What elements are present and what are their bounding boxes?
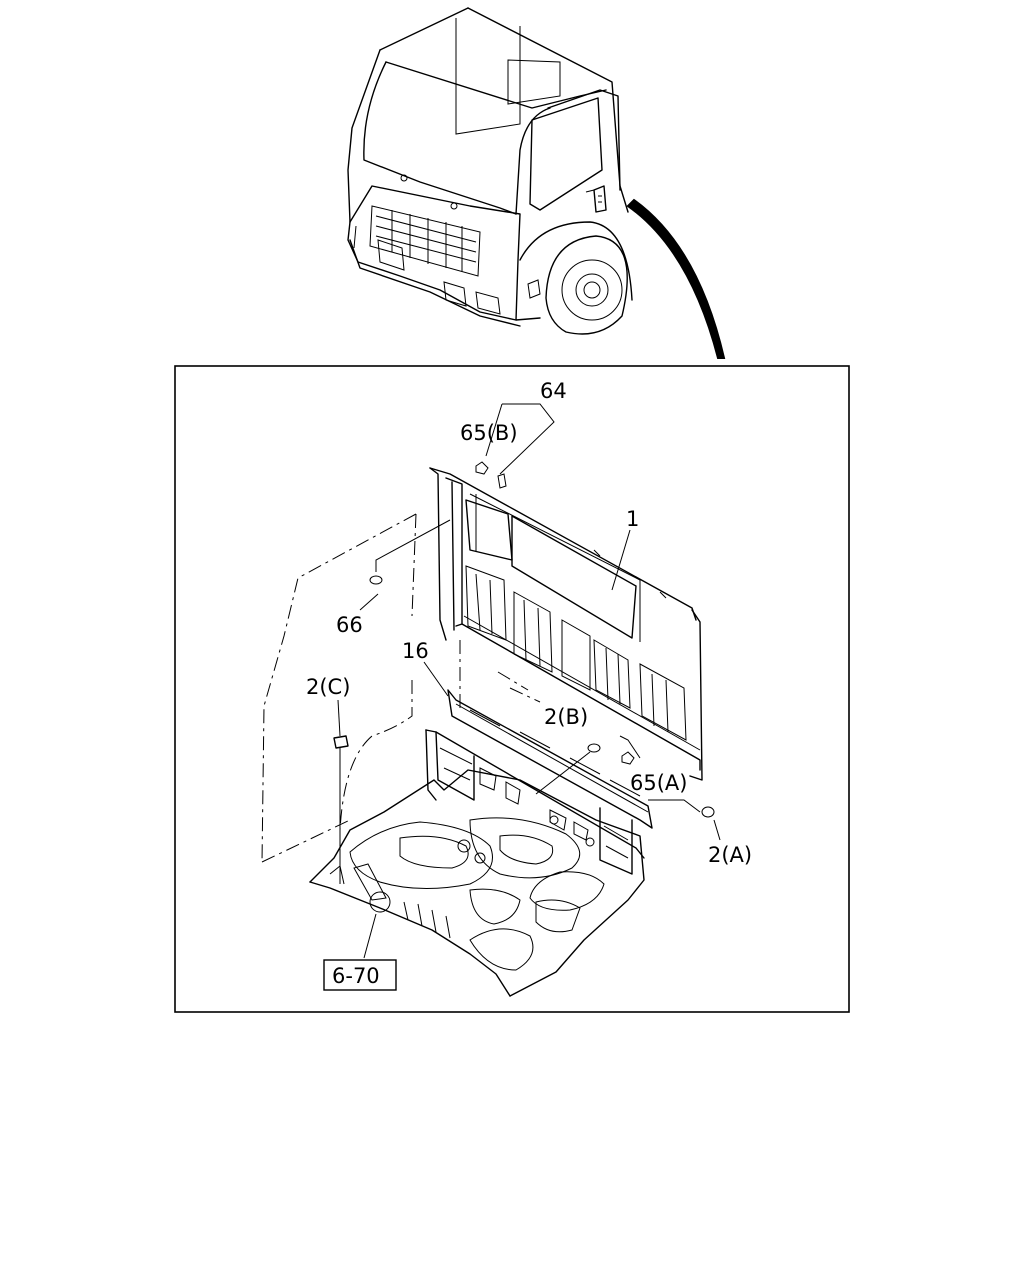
reference-label: 6-70	[332, 964, 380, 988]
fasteners	[333, 461, 715, 818]
label-66: 66	[336, 613, 363, 637]
reference-box	[323, 959, 397, 991]
seal-strip-part-16	[425, 689, 653, 859]
label-2b: 2(B)	[544, 705, 588, 729]
detail-frame	[174, 365, 850, 1013]
label-65a: 65(A)	[630, 771, 687, 795]
leader-lines	[337, 403, 721, 959]
side-wall-outline	[261, 513, 541, 863]
label-65b: 65(B)	[460, 421, 518, 445]
label-2a: 2(A)	[708, 843, 752, 867]
rear-panel-part-1	[429, 467, 703, 781]
label-2c: 2(C)	[306, 675, 350, 699]
label-64: 64	[540, 379, 567, 403]
cab-floor-assembly	[309, 729, 645, 997]
label-1: 1	[626, 507, 639, 531]
callout-leader	[626, 198, 726, 359]
truck-cab-illustration	[347, 7, 633, 335]
label-16: 16	[402, 639, 429, 663]
